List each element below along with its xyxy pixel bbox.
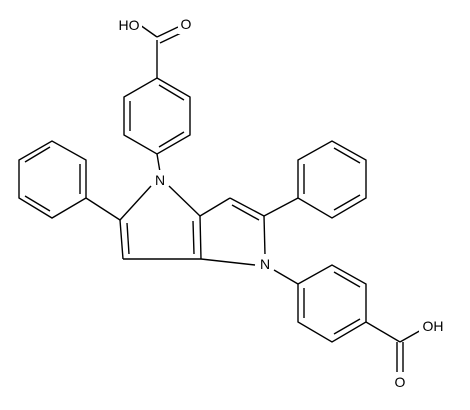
atom-label-n-top: N — [155, 172, 165, 188]
bond-oh-c-top — [139, 24, 158, 38]
bond-c2-c3-dbl — [126, 222, 130, 255]
bond-n-top-c2 — [119, 185, 152, 221]
atom-label-oh-bottom: OH — [423, 318, 444, 334]
ring-phenyl-right — [297, 140, 367, 219]
atom-label-o-top: O — [181, 16, 192, 32]
bond-c5-ph-right — [263, 197, 299, 217]
bond-c2-ph-left — [85, 197, 121, 221]
bond-c6-c5 — [229, 197, 265, 217]
bond-n-bottom-ring — [273, 269, 299, 285]
bond-c-o-top-a — [156, 26, 179, 38]
ring-benzoic-top-dbl-1 — [158, 84, 185, 101]
ring-phenyl-left — [18, 140, 87, 219]
label-bg-oh-bottom — [419, 316, 447, 336]
bond-ring-n-top — [156, 153, 161, 173]
bond-c-ring-bottom — [365, 321, 401, 343]
bond-n-bottom-c3a — [200, 258, 256, 266]
bond-c3a-c6a — [199, 215, 202, 260]
ring-phenyl-left-dbl-2 — [24, 146, 51, 163]
ring-benzoic-bottom-dbl-3 — [333, 318, 361, 335]
label-bg-n-top — [152, 170, 168, 190]
bonds — [18, 24, 424, 373]
bond-c6-c5-dbl — [231, 204, 260, 221]
ring-benzoic-bottom-dbl-2 — [333, 271, 361, 288]
label-bg-o-top — [178, 14, 194, 34]
atom-label-o-bottom: O — [395, 374, 406, 390]
bond-c-o-top-b — [159, 32, 182, 44]
ring-benzoic-top — [123, 77, 191, 155]
ring-benzoic-top-dbl-2 — [158, 131, 185, 148]
label-bg-o-bottom — [392, 372, 408, 392]
bond-c3a-c6a-dbl — [192, 220, 195, 255]
ring-phenyl-right-dbl-2 — [333, 147, 361, 164]
label-bg-n-bottom — [257, 254, 273, 274]
bond-c6a-c6 — [199, 197, 231, 217]
bond-c6a-n-top — [168, 185, 201, 217]
ring-phenyl-left-dbl-1 — [24, 195, 51, 212]
ring-phenyl-right-dbl-3 — [333, 194, 361, 211]
bond-c5-n-bottom — [263, 215, 266, 256]
label-bg-oh-top — [114, 15, 142, 35]
ring-benzoic-bottom — [297, 264, 367, 343]
atom-labels: HO O N N OH O — [114, 14, 447, 392]
bond-c2-c3 — [119, 219, 124, 260]
atom-label-ho-top: HO — [119, 17, 140, 33]
atom-label-n-bottom: N — [260, 256, 270, 272]
